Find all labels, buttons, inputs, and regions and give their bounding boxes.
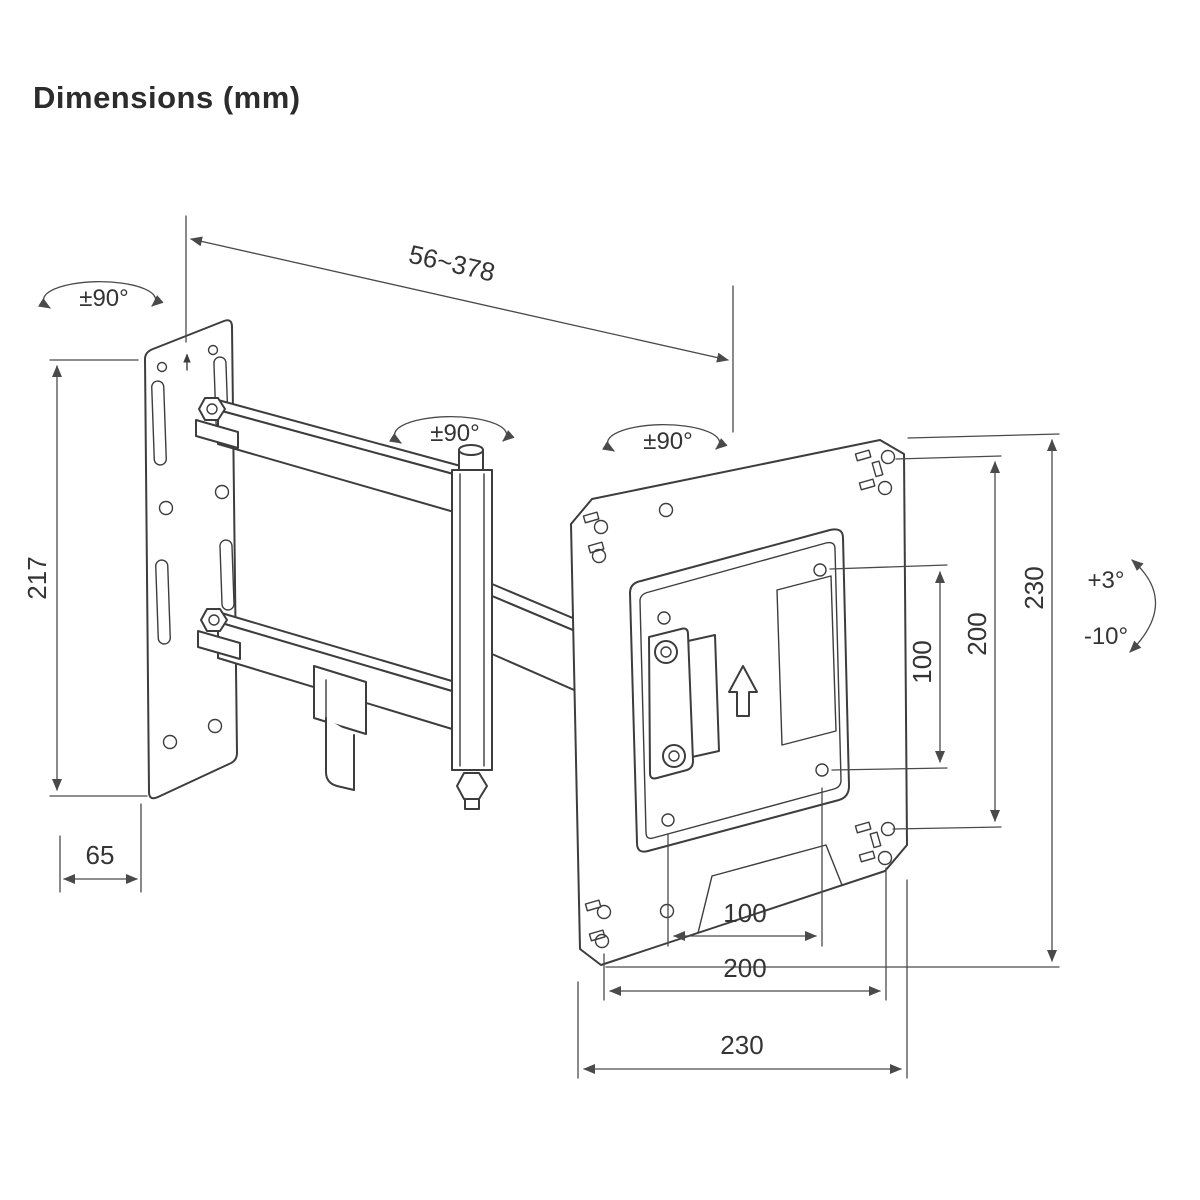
wall-plate-holes <box>158 484 230 750</box>
up-arrow-mark <box>728 665 758 717</box>
dim-h200-label: 200 <box>723 953 766 983</box>
tilt-angles: +3° -10° <box>1084 559 1157 653</box>
vesa-plate <box>570 439 908 966</box>
vesa-outer-holes <box>591 449 896 949</box>
monitor-bracket <box>648 627 720 780</box>
dim-h230-label: 230 <box>720 1030 763 1060</box>
tilt-down-label: -10° <box>1084 623 1128 650</box>
swivel-wall-arc <box>38 281 164 309</box>
dim-65-label: 65 <box>86 840 115 870</box>
dim-plate-height-230: 230 <box>605 433 1060 968</box>
swivel-wall-label: ±90° <box>79 285 128 312</box>
dim-hole-span-vertical-200: 200 <box>892 455 1002 830</box>
swivel-elbow: ±90° <box>389 416 515 447</box>
wall-hinge-top <box>195 397 239 449</box>
swivel-elbow-arc <box>389 416 515 444</box>
dim-217-label: 217 <box>22 556 52 599</box>
dim-vesa-vertical-100: 100 <box>829 564 948 771</box>
dim-v100-label: 100 <box>907 640 937 683</box>
tilt-arc-arrow <box>1129 559 1157 653</box>
dim-h100-label: 100 <box>723 898 766 928</box>
dim-extension-label: 56~378 <box>406 239 498 288</box>
vesa-inner-plate <box>629 528 850 853</box>
swivel-plate-label: ±90° <box>643 428 692 455</box>
vesa-slot-marks <box>582 449 884 942</box>
inner-cutout <box>776 575 837 746</box>
dim-v200-label: 200 <box>962 612 992 655</box>
swivel-wall: ±90° <box>38 281 164 312</box>
dim-hole-span-horizontal-200: 200 <box>603 867 887 1001</box>
wall-hinge-bottom <box>197 608 241 660</box>
vesa-100-holes <box>657 563 829 827</box>
swivel-plate-arc <box>602 424 728 452</box>
tilt-up-label: +3° <box>1088 567 1125 594</box>
dim-wall-plate-width: 65 <box>59 803 142 893</box>
cable-clip <box>313 665 367 791</box>
bottom-notch <box>697 844 843 934</box>
dim-v230-label: 230 <box>1019 566 1049 609</box>
swivel-elbow-label: ±90° <box>430 420 479 447</box>
dim-arm-extension: 56~378 <box>185 215 734 433</box>
page-title: Dimensions (mm) <box>33 80 301 115</box>
wall-plate <box>144 319 238 800</box>
dim-wall-plate-height: 217 <box>22 359 148 797</box>
swivel-plate: ±90° <box>602 424 728 455</box>
dim-vesa-horizontal-100: 100 <box>667 787 823 947</box>
elbow-post <box>451 444 493 810</box>
dim-plate-width-230: 230 <box>577 879 908 1079</box>
